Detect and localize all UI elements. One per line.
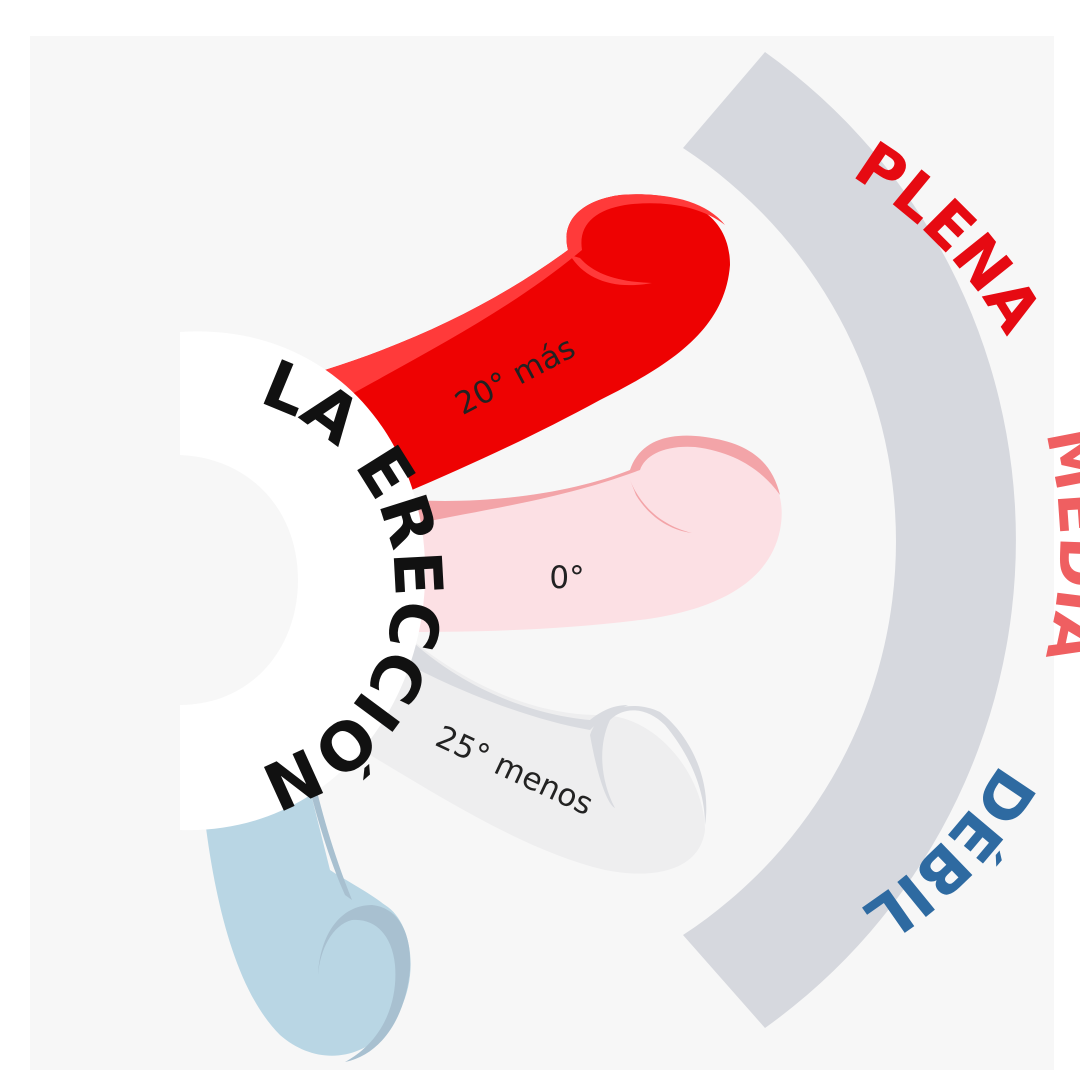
shape-weak-gray-tip-shadow	[590, 705, 707, 825]
shape-weak-gray	[345, 630, 707, 874]
shape-full-body	[325, 194, 730, 493]
shape-medium	[410, 435, 782, 632]
shape-medium-body	[410, 435, 782, 632]
shape-full-highlight	[325, 194, 725, 398]
shape-full-tip-highlight	[570, 255, 652, 286]
shape-weak-gray-body	[345, 630, 705, 874]
title-disc	[180, 331, 426, 831]
shape-weak-blue-body	[205, 750, 411, 1056]
shape-weak-blue-shadow	[318, 905, 411, 1062]
angle-label-media: 0°	[549, 560, 584, 596]
shape-medium-shadow	[410, 435, 780, 525]
shape-weak-gray-shadow	[400, 630, 628, 730]
intensity-arc-band	[683, 52, 1016, 1028]
shape-full	[325, 194, 730, 493]
